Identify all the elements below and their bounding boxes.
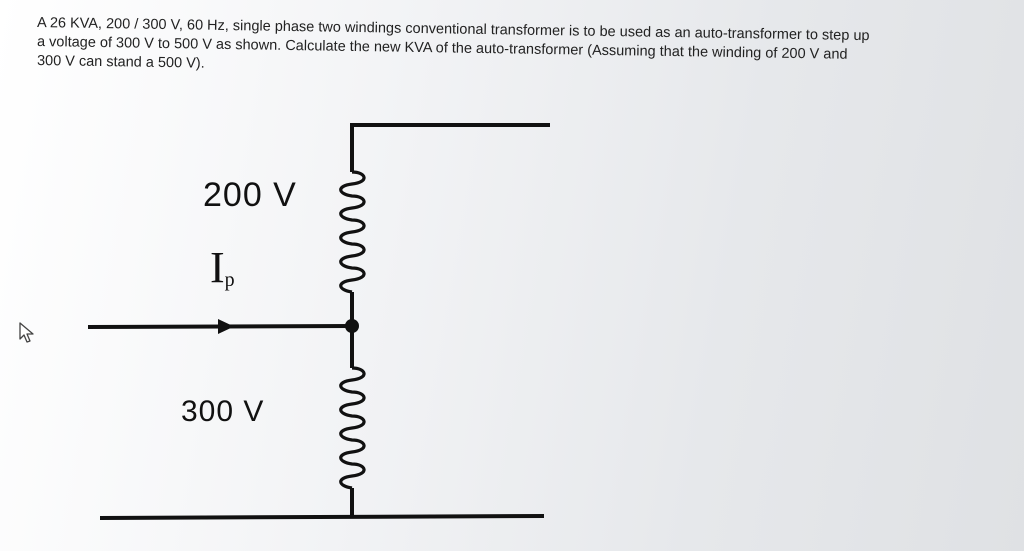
lower-winding-voltage-label: 300 V bbox=[181, 395, 265, 428]
bottom-common-wire bbox=[99, 514, 545, 520]
primary-current-label: Ip bbox=[210, 242, 235, 293]
current-symbol: I bbox=[210, 243, 225, 292]
top-output-wire bbox=[350, 123, 550, 172]
upper-winding-voltage-label: 200 V bbox=[203, 176, 297, 214]
lower-winding-coil bbox=[339, 366, 366, 490]
mouse-pointer-icon bbox=[19, 322, 34, 343]
current-subscript: p bbox=[224, 269, 235, 291]
upper-winding-coil bbox=[339, 170, 366, 294]
current-arrow-icon bbox=[218, 319, 234, 334]
